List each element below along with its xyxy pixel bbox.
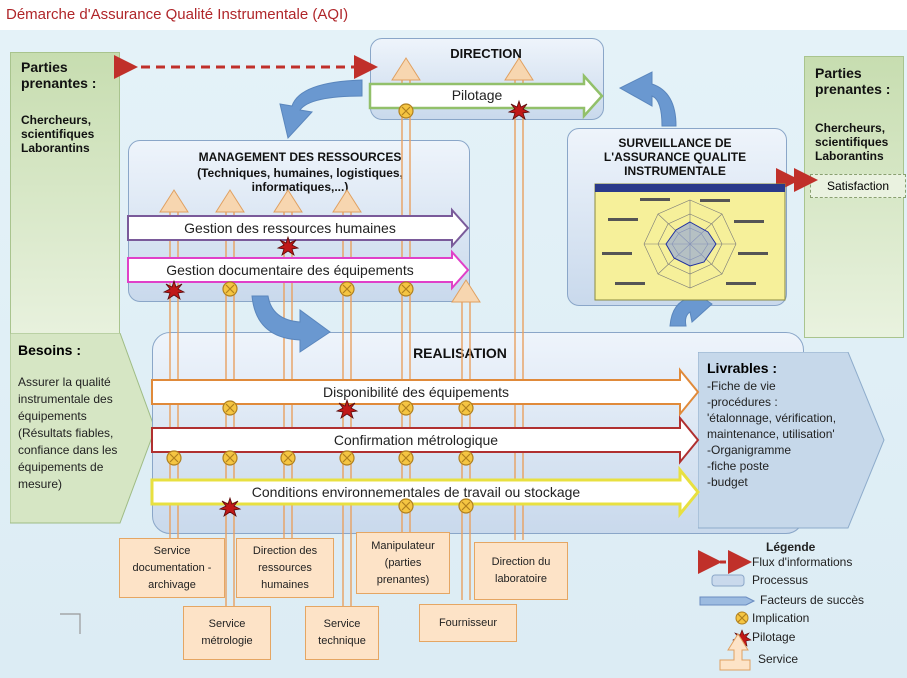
service-technique: Service technique: [305, 606, 379, 660]
legend-service-label: Service: [758, 652, 799, 666]
left-stakeholders-members: Chercheurs, scientifiques Laborantins: [21, 113, 95, 155]
radar-tick-labels: [602, 198, 768, 285]
surveillance-title: SURVEILLANCE DE L'ASSURANCE QUALITE INST…: [603, 136, 747, 178]
legend-process-label: Processus: [752, 573, 809, 587]
confirmation-label: Confirmation métrologique: [333, 432, 499, 448]
besoins-shape: [10, 333, 156, 524]
document-process-arrow: [127, 249, 470, 291]
corner-mark: [60, 613, 81, 634]
legend-success-label: Facteurs de succès: [760, 593, 865, 607]
livrables-item: -fiche poste: [707, 459, 770, 473]
hr-management-label: Gestion des ressources humaines: [184, 220, 396, 236]
livrables-item: -budget: [707, 475, 748, 489]
implication-crosses: [169, 106, 471, 511]
right-stakeholders-title: Parties prenantes :: [815, 65, 891, 97]
management-subtitle: (Techniques, humaines, logistiques, info…: [197, 166, 403, 194]
livrables-shape: [698, 352, 885, 529]
livrables-item: -Organigramme: [707, 443, 792, 457]
diagram-title: Démarche d'Assurance Qualité Instrumenta…: [6, 6, 349, 23]
service-documentation: Service documentation -archivage: [119, 538, 225, 598]
hr-process-arrow: [127, 207, 470, 249]
realisation-title: REALISATION: [413, 345, 507, 361]
management-title: MANAGEMENT DES RESSOURCES: [198, 150, 402, 164]
left-stakeholders-panel: Parties prenantes : Chercheurs, scientif…: [10, 52, 120, 344]
satisfaction-label: Satisfaction: [810, 174, 906, 198]
legend-process-symbol: [711, 574, 745, 587]
conditions-process-arrow: [150, 465, 700, 519]
service-fournisseur: Fournisseur: [419, 604, 517, 642]
livrables-item: -procédures :: [707, 395, 778, 409]
legend-success-symbol: [699, 596, 756, 606]
pilotage-label: Pilotage: [451, 87, 503, 103]
livrables-item: 'étalonnage, vérification,: [707, 411, 837, 425]
availability-process-arrow: [151, 367, 700, 417]
legend-implication-cross: [737, 613, 747, 623]
availability-label: Disponibilité des équipements: [323, 384, 509, 400]
livrables-item: maintenance, utilisation': [707, 427, 835, 441]
radar-series: [665, 221, 717, 267]
besoins-title: Besoins :: [18, 342, 82, 358]
livrables-title: Livrables :: [707, 360, 778, 376]
service-lines: [169, 70, 524, 610]
legend-title: Légende: [766, 540, 816, 554]
legend-flux-label: Flux d'informations: [752, 555, 853, 569]
service-direction-laboratoire: Direction du laboratoire: [474, 542, 568, 600]
service-rh: Direction des ressources humaines: [236, 538, 334, 598]
besoins-text: Assurer la qualité instrumentale des équ…: [18, 375, 118, 491]
legend-pilotage-label: Pilotage: [752, 630, 796, 644]
conditions-label: Conditions environnementales de travail …: [251, 484, 581, 500]
radar-header: [595, 184, 785, 192]
livrables-item: -Fiche de vie: [707, 379, 776, 393]
pilotage-star-markers: [162, 99, 531, 517]
left-stakeholders-title: Parties prenantes :: [21, 59, 97, 91]
service-arrowheads: [159, 57, 534, 303]
service-metrologie: Service métrologie: [183, 606, 271, 660]
legend-service-symbol: [719, 633, 751, 671]
service-manipulateur: Manipulateur (parties prenantes): [356, 532, 450, 594]
right-stakeholders-members: Chercheurs, scientifiques Laborantins: [815, 121, 889, 163]
document-management-label: Gestion documentaire des équipements: [166, 262, 414, 278]
legend-implication-label: Implication: [752, 611, 810, 625]
direction-title: DIRECTION: [450, 46, 522, 61]
